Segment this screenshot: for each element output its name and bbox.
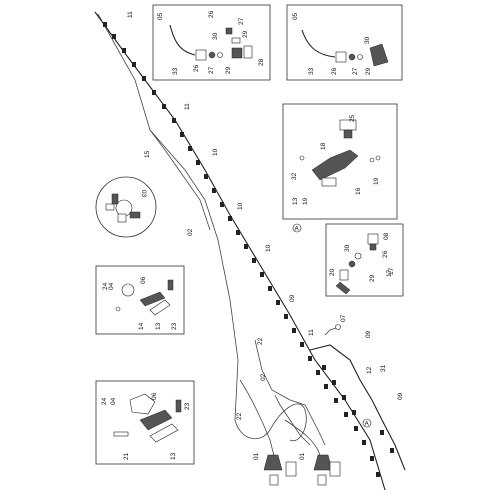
callout-label-05: 05 xyxy=(292,12,299,20)
callout-label-11: 11 xyxy=(308,329,315,336)
callout-label-11: 11 xyxy=(127,11,134,18)
detail-box-3: 25 18 32 13 19 16 19 xyxy=(282,103,398,220)
callout-label-15: 15 xyxy=(144,150,151,158)
callout-label-33: 33 xyxy=(308,67,315,75)
callout-label-06: 06 xyxy=(151,392,158,400)
callout-label-02: 02 xyxy=(260,373,267,381)
bottom-fittings xyxy=(263,454,341,486)
callout-label-23: 23 xyxy=(171,322,178,330)
callout-label-05: 05 xyxy=(157,12,164,20)
callout-label-24: 24 xyxy=(101,397,108,405)
callout-label-17: 17 xyxy=(386,269,393,277)
callout-label-07: 07 xyxy=(340,314,347,322)
main-callouts: 11 11 15 10 10 10 02 09 11 07 09 22 02 1… xyxy=(127,11,404,460)
inset-circle-03: 03 xyxy=(95,176,157,238)
callout-label-27: 27 xyxy=(208,66,215,74)
callout-label-27: 27 xyxy=(238,17,245,25)
callout-label-10: 10 xyxy=(265,244,272,252)
detail-box-2: 05 30 33 26 27 29 xyxy=(286,4,403,81)
callout-label-08: 08 xyxy=(383,232,390,240)
callout-label-12: 12 xyxy=(366,366,373,374)
callout-label-01: 01 xyxy=(299,452,306,460)
callout-label-02: 02 xyxy=(187,228,194,236)
callout-label-27: 27 xyxy=(352,67,359,75)
detail-box-1: 05 26 30 27 29 33 26 27 29 28 xyxy=(152,4,271,81)
callout-label-A: A xyxy=(365,421,370,428)
callout-label-30: 30 xyxy=(344,244,351,252)
nozzle-series xyxy=(103,22,380,477)
callout-label-14: 14 xyxy=(138,322,145,330)
callout-label-29: 29 xyxy=(369,274,376,282)
callout-label-21: 21 xyxy=(123,452,130,460)
callout-label-09: 09 xyxy=(365,330,372,338)
callout-label-31: 31 xyxy=(380,364,387,372)
callout-label-04: 04 xyxy=(110,397,117,405)
callout-label-18: 18 xyxy=(320,142,327,150)
callout-label-13: 13 xyxy=(170,452,177,460)
callout-label-26: 26 xyxy=(382,250,389,258)
callout-label-09: 09 xyxy=(289,294,296,302)
callout-label-10: 10 xyxy=(237,202,244,210)
callout-label-13: 13 xyxy=(155,322,162,330)
callout-label-17: 17 xyxy=(388,267,395,275)
callout-label-10: 10 xyxy=(212,148,219,156)
callout-label-30: 30 xyxy=(364,36,371,44)
callout-label-13: 13 xyxy=(292,197,299,205)
hose-end-07 xyxy=(324,324,341,336)
callout-label-03: 03 xyxy=(140,190,147,198)
callout-label-19: 19 xyxy=(302,197,309,205)
callout-label-01: 01 xyxy=(253,452,260,460)
callout-label-09: 09 xyxy=(397,392,404,400)
callout-label-16: 16 xyxy=(355,187,362,195)
callout-label-22: 22 xyxy=(236,412,243,420)
detail-box-5: 24 04 06 14 13 23 xyxy=(95,265,185,335)
callout-label-28: 28 xyxy=(258,58,265,66)
callout-label-29: 29 xyxy=(242,30,249,38)
callout-label-26: 26 xyxy=(331,67,338,75)
callout-label-26: 26 xyxy=(208,10,215,18)
callout-label-22: 22 xyxy=(257,337,264,345)
callout-label-33: 33 xyxy=(172,67,179,75)
callout-label-06: 06 xyxy=(140,276,147,284)
callout-label-23: 23 xyxy=(184,402,191,410)
callout-label-19: 19 xyxy=(373,177,380,185)
callout-label-26: 26 xyxy=(193,64,200,72)
callout-label-30: 30 xyxy=(212,32,219,40)
callout-label-11: 11 xyxy=(184,103,191,110)
detail-box-4: 08 30 20 26 29 17 xyxy=(325,223,404,297)
detail-box-6: 24 04 06 21 13 23 xyxy=(95,380,195,465)
detail-A-markers: A A xyxy=(292,223,372,428)
callout-label-24: 24 xyxy=(102,282,109,290)
callout-label-A: A xyxy=(295,226,300,233)
callout-label-29: 29 xyxy=(365,67,372,75)
callout-label-25: 25 xyxy=(349,114,356,122)
callout-label-04: 04 xyxy=(108,282,115,290)
lower-hose-loops xyxy=(234,379,321,461)
callout-label-32: 32 xyxy=(291,172,298,180)
callout-label-20: 20 xyxy=(329,268,336,276)
secondary-boom-line xyxy=(254,339,406,471)
callout-label-29: 29 xyxy=(225,66,232,74)
